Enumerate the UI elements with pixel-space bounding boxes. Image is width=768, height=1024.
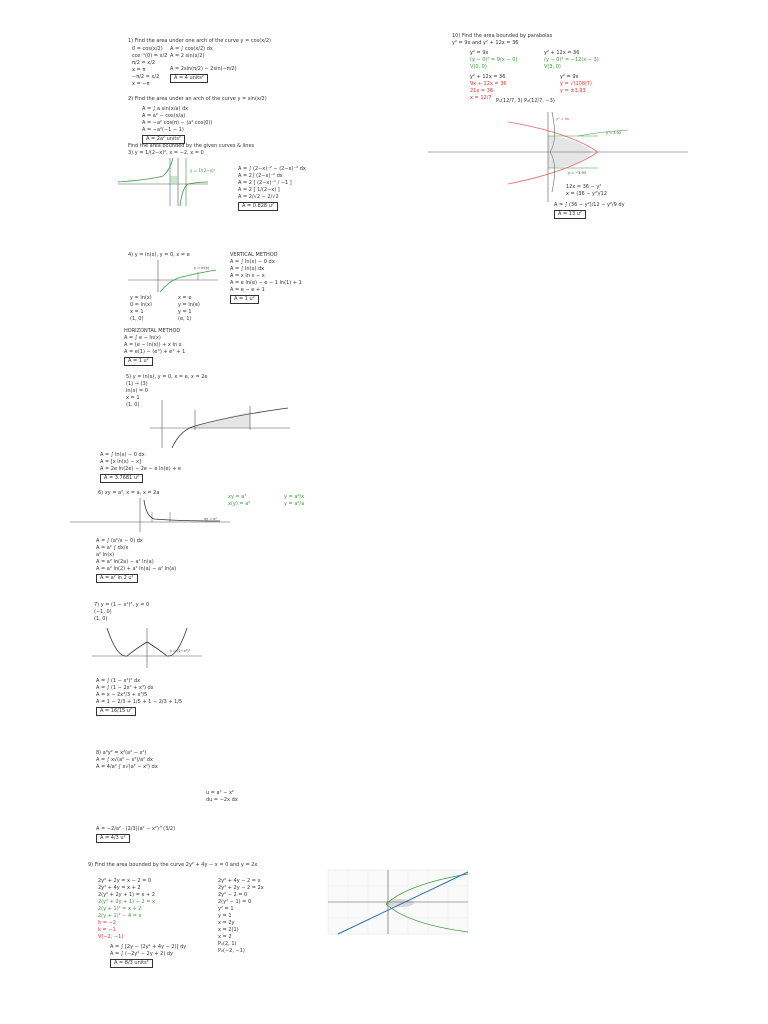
- problem-4: 4) y = ln(x), y = 0, x = e: [128, 252, 248, 259]
- problem-7: 7) y = (1 − x²)², y = 0 (−1, 0) (1, 0): [94, 602, 234, 623]
- problem-5-equation: 5) y = ln(x), y = 0, x = e, x = 2e: [126, 374, 208, 380]
- problem-3: Find the area bounded by the given curve…: [128, 143, 368, 157]
- problem-10-left: y² = 9x (y − 0)² = 9(x − 0) V(0, 0): [470, 50, 518, 70]
- problem-6-side-green-2: y = a²/x y = a²/a: [284, 494, 305, 507]
- graph-label-upper: y = 3.93: [606, 131, 621, 135]
- problem-2-work: A = ∫ a sin(x/a) dx A = a² − cos(x/a) A …: [142, 106, 213, 144]
- problem-1: 1) Find the area under one arch of the c…: [128, 38, 368, 45]
- problem-10-graph: y² = 9x y = 3.93 y = −3.93: [428, 111, 688, 202]
- problem-4-horizontal: HORIZONTAL METHOD A = ∫ e − ln(x) A = (e…: [124, 328, 264, 366]
- problem-8-equation: 8) a⁴y² = x²(a² − x²): [96, 750, 147, 756]
- problem-8-answer: A = 4/3 u²: [96, 834, 130, 843]
- problem-9-graph: [327, 869, 469, 935]
- problem-4-graph: y = ln(x): [128, 260, 218, 293]
- problem-9-right: 2y² + 4y − 2 = x 2y² + 2y − 2 = 2x 2y² −…: [218, 878, 264, 954]
- problem-4-graph-label: y = ln(x): [194, 266, 210, 270]
- problem-10-int: 12x = 36 − y² x = (36 − y²)/12: [566, 184, 607, 197]
- problem-10-solve-2: y² = 9x y = √(108/7) y = ±3.93: [560, 74, 592, 94]
- problem-10-final: A = ∫ (36 − y²)/12 − y²/9 dy A = 13 u²: [554, 202, 625, 219]
- problem-4-answer: A = 1 u²: [230, 295, 259, 304]
- problem-10-equation: y² = 9x and y² + 12x = 36: [452, 40, 519, 46]
- problem-8-final: A = −2/a² · (2/3)(a² − x²)^(3/2) A = 4/3…: [96, 826, 176, 843]
- problem-5-graph: [150, 400, 290, 449]
- problem-10-points: P₁(12/7, 3) P₂(12/7, −3): [496, 98, 555, 104]
- problem-1-integral: A = ∫ cos(x/2) dx A = 2 sin(x/2) A = 2si…: [170, 46, 237, 83]
- graph-label-parabola: y² = 9x: [556, 117, 569, 121]
- problem-4-points-left: y = ln(x) 0 = ln(x) x = 1 (1, 0): [130, 295, 152, 322]
- problem-6-answer: A = a² ln 2 u²: [96, 574, 138, 583]
- problem-4-vertical: VERTICAL METHOD A = ∫ ln(x) − 0 dx A = ∫…: [230, 252, 370, 304]
- problem-9-title: 9) Find the area bounded by the curve 2y…: [88, 862, 258, 868]
- problem-2-title: 2) Find the area under an arch of the cu…: [128, 96, 267, 102]
- problem-7-answer: A = 16/15 u²: [96, 707, 136, 716]
- problem-7-graph: y = (1−x²)²: [92, 627, 202, 668]
- problem-7-graph-label: y = (1−x²)²: [170, 649, 191, 653]
- problem-1-work: 0 = cos(x/2) cos⁻¹(0) = x/2 π/2 = x/2 x …: [132, 46, 168, 87]
- problem-4-horizontal-answer: A = 1 u²: [124, 357, 153, 366]
- problem-2: 2) Find the area under an arch of the cu…: [128, 96, 368, 103]
- problem-9-work: 2y² + 2y = x − 2 = 0 2y² + 4y = x + 2 2(…: [98, 878, 155, 940]
- problem-5: 5) y = ln(x), y = 0, x = e, x = 2e (1) →…: [126, 374, 286, 409]
- problem-6-side-green: xy = a² x(y) = a²: [228, 494, 251, 507]
- problem-8-sub: u = a² − x² du = −2x dx: [206, 790, 238, 803]
- problem-10-solve: y² + 12x = 36 9x + 12x = 36 21x = 36 x =…: [470, 74, 507, 101]
- problem-10-answer: A = 13 u²: [554, 210, 586, 219]
- problem-4-horizontal-method: HORIZONTAL METHOD: [124, 328, 181, 334]
- problem-7-equation: 7) y = (1 − x²)², y = 0: [94, 602, 150, 608]
- problem-6-graph-label: xy = a²: [204, 517, 217, 521]
- problem-9: 9) Find the area bounded by the curve 2y…: [88, 862, 308, 869]
- problem-1-answer: A = 4 units²: [170, 74, 208, 83]
- problem-10-right: y² + 12x = 36 (y − 0)² = −12(x − 3) V(3,…: [544, 50, 599, 70]
- problem-7-work: A = ∫ (1 − x²)² dx A = ∫ (1 − 2x² + x⁴) …: [96, 678, 183, 716]
- problem-3-title: Find the area bounded by the given curve…: [128, 143, 255, 149]
- problem-4-points-right: x = e y = ln(e) y = 1 (e, 1): [178, 295, 200, 322]
- problem-2-answer: A = 2a² units²: [142, 135, 185, 144]
- graph-label-lower: y = −3.93: [568, 171, 586, 175]
- problem-9-answer: A = 8/3 units²: [110, 959, 153, 968]
- problem-6: 6) xy = a², x = a, x = 2a: [98, 490, 238, 497]
- problem-10: 10) Find the area bounded by parabolas y…: [452, 33, 652, 47]
- problem-6-graph: xy = a²: [70, 498, 230, 532]
- problem-4-method: VERTICAL METHOD: [230, 252, 278, 258]
- problem-3-answer: A = 0.828 u²: [238, 202, 278, 211]
- problem-6-equation: 6) xy = a², x = a, x = 2a: [98, 490, 160, 496]
- problem-3-work: A = ∫ (2−x)⁻² − (2−x)⁻² dx A = 2∫ (2−x)⁻…: [238, 166, 306, 211]
- problem-10-title: 10) Find the area bounded by parabolas: [452, 33, 553, 39]
- problem-3-equation: 3) y = 1/(2−x)², x = −2, x = 0: [128, 150, 204, 156]
- problem-6-work: A = ∫ (a²/x − 0) dx A = a² ∫ dx/x a² ln(…: [96, 538, 177, 583]
- problem-3-graph: y = 1/(2−x)²: [117, 157, 216, 207]
- problem-5-answer: A = 3.7681 u²: [100, 474, 144, 483]
- problem-9-integral: A = ∫ [2y − (2y² + 4y − 2)] dy A = ∫ (−2…: [110, 944, 187, 968]
- problem-8: 8) a⁴y² = x²(a² − x²) A = ∫ x√(a² − x²)/…: [96, 750, 276, 771]
- problem-3-graph-label: y = 1/(2−x)²: [190, 168, 216, 173]
- problem-4-equation: 4) y = ln(x), y = 0, x = e: [128, 252, 190, 258]
- problem-5-work: A = ∫ ln(x) − 0 dx A = [x ln(x) − x] A =…: [100, 452, 181, 483]
- problem-1-title: 1) Find the area under one arch of the c…: [128, 38, 272, 44]
